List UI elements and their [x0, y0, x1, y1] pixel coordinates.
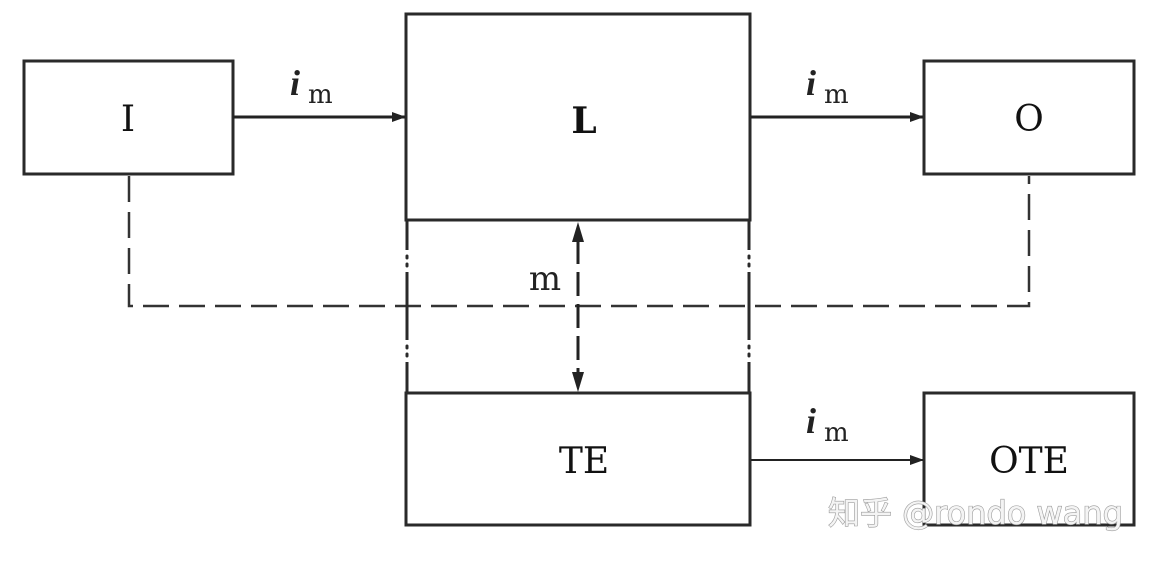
flow-subscript: m	[824, 418, 849, 448]
watermark: 知乎 @rondo wang	[828, 494, 1123, 532]
separation-region	[405, 220, 751, 393]
flow-symbol: i	[806, 401, 816, 441]
arrow-down-icon	[572, 372, 584, 392]
box-output-test-env-label: OTE	[989, 441, 1069, 482]
flow-subscript: m	[308, 80, 333, 110]
box-output-label: O	[1014, 99, 1044, 140]
box-test-env: TE	[404, 391, 752, 527]
svg-text:im: im	[290, 63, 333, 110]
box-output-test-env: OTE	[922, 391, 1136, 527]
svg-text:im: im	[806, 63, 849, 110]
box-test-env-label: TE	[559, 441, 609, 482]
box-input: I	[22, 59, 235, 176]
separation-label: m	[529, 259, 561, 299]
arrow-up-icon	[572, 222, 584, 242]
box-logic: L	[404, 12, 752, 222]
box-output: O	[922, 59, 1136, 176]
flow-symbol: i	[290, 63, 300, 103]
flow-subscript: m	[824, 80, 849, 110]
separation-arrow: m	[529, 222, 584, 392]
flow-symbol: i	[806, 63, 816, 103]
box-logic-label: L	[571, 100, 596, 142]
svg-text:im: im	[806, 401, 849, 448]
box-input-label: I	[121, 99, 135, 140]
